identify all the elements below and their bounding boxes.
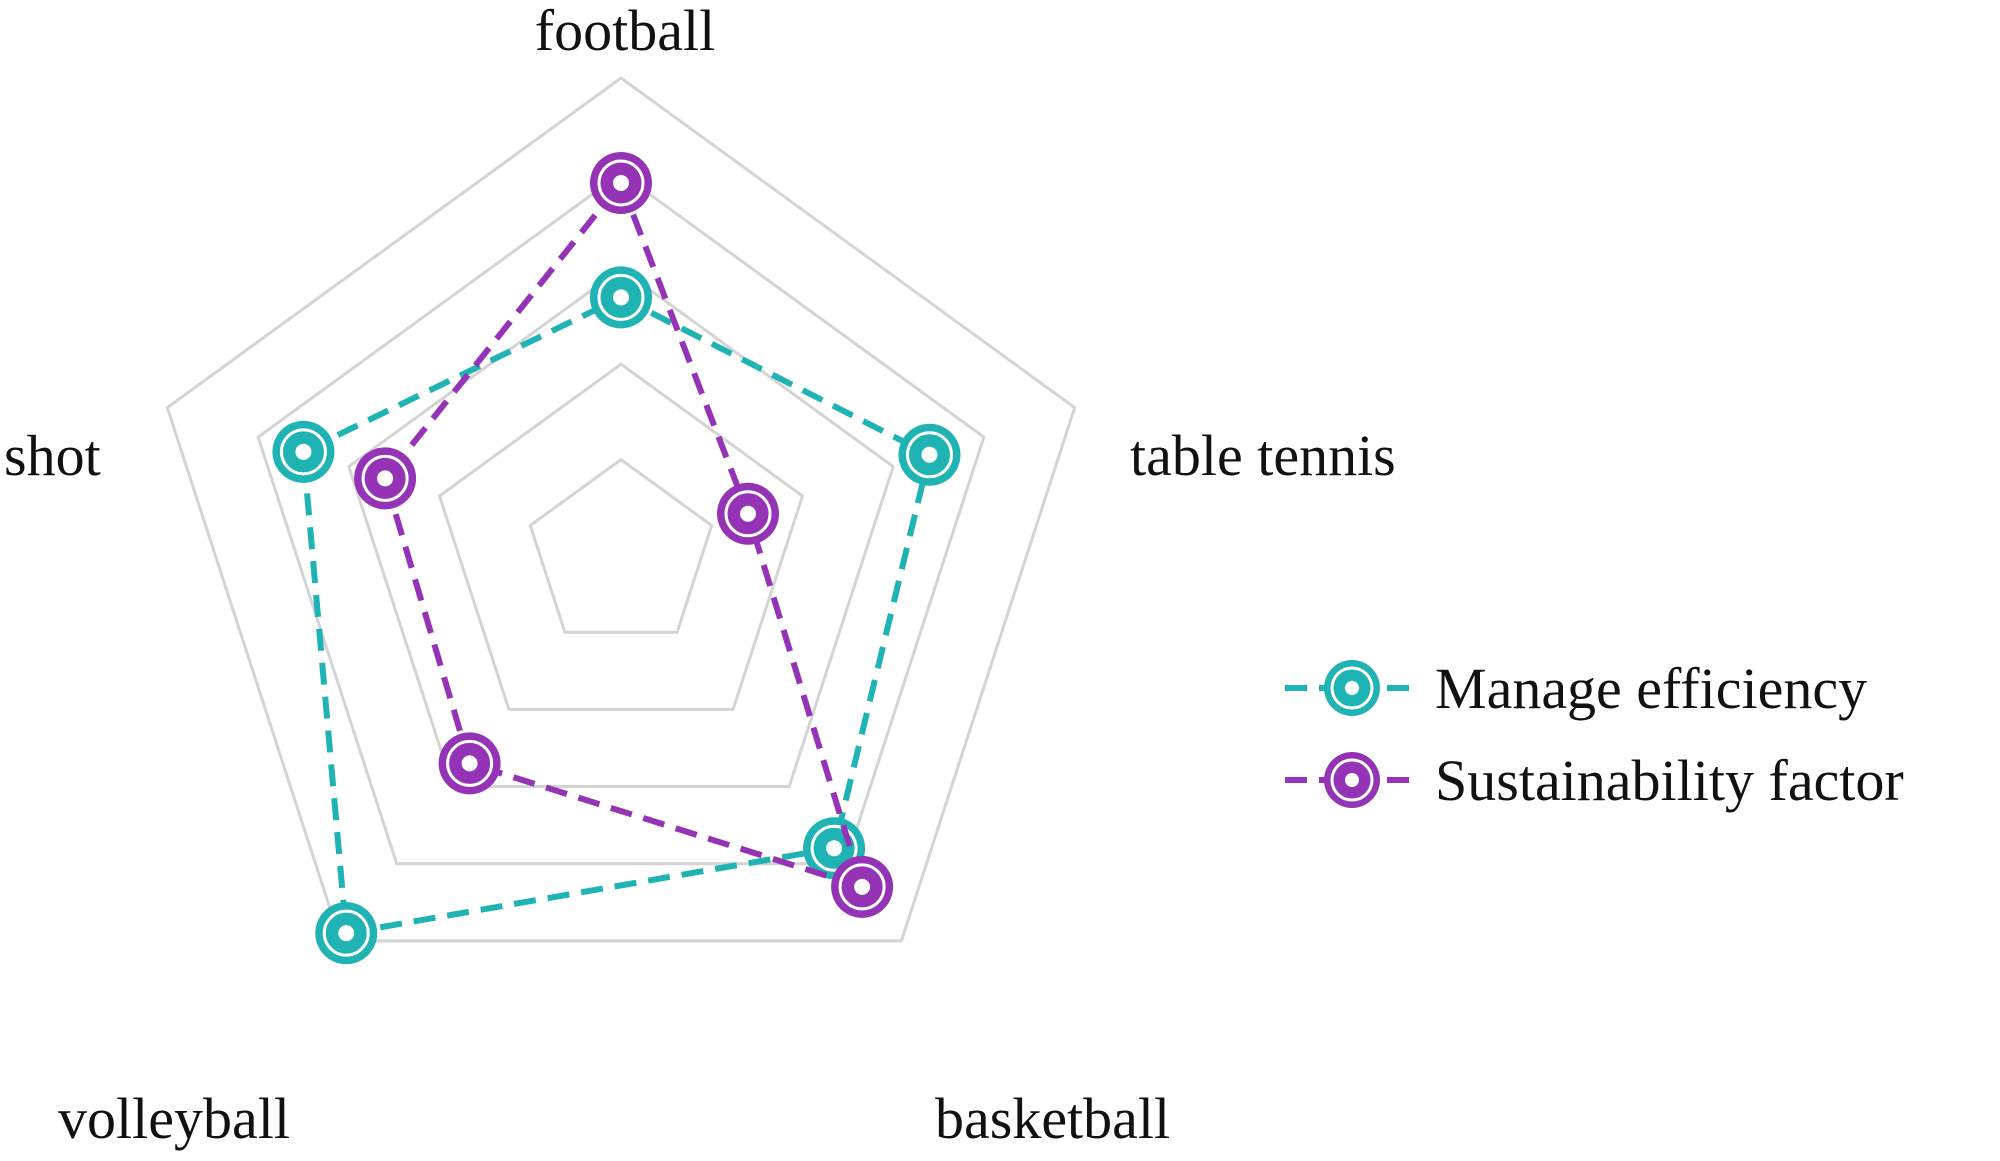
axis-labels: football table tennis basketball volleyb… — [4, 0, 1396, 1151]
marker-ring — [724, 490, 772, 538]
data-point-manage-efficiency-football — [590, 266, 652, 329]
data-point-manage-efficiency-table-tennis — [898, 423, 961, 486]
axis-label-football: football — [535, 0, 715, 63]
legend-marker-ring — [1330, 758, 1374, 802]
axis-label-table-tennis: table tennis — [1130, 423, 1396, 488]
grid-ring-3 — [347, 266, 895, 788]
radar-series — [272, 151, 961, 965]
data-point-sustainability-factor-football — [590, 151, 652, 214]
legend-marker-center — [1345, 681, 1359, 695]
marker-ring — [361, 454, 409, 502]
series-sustainability-factor — [354, 151, 894, 918]
legend-item-sustainability-factor: Sustainability factor — [1285, 748, 1904, 813]
marker-center — [740, 505, 757, 522]
marker-center — [921, 446, 938, 463]
data-point-sustainability-factor-basketball — [831, 855, 894, 918]
marker-center — [613, 174, 629, 191]
axis-label-shot: shot — [4, 423, 101, 488]
data-point-manage-efficiency-shot — [272, 420, 335, 483]
grid-ring-4 — [256, 171, 986, 866]
marker-ring — [810, 824, 858, 872]
marker-ring — [279, 428, 327, 476]
marker-center — [613, 289, 629, 306]
legend-label-manage-efficiency: Manage efficiency — [1435, 656, 1867, 721]
data-point-sustainability-factor-shot — [354, 447, 417, 510]
marker-center — [461, 755, 478, 772]
marker-center — [826, 840, 843, 857]
marker-ring — [446, 739, 494, 787]
marker-center — [338, 925, 355, 942]
series-manage-efficiency — [272, 266, 961, 965]
grid-ring-5 — [165, 76, 1077, 943]
marker-ring — [597, 273, 645, 321]
axis-label-volleyball: volleyball — [58, 1086, 290, 1151]
legend-label-sustainability-factor: Sustainability factor — [1435, 748, 1904, 813]
legend-item-manage-efficiency: Manage efficiency — [1285, 656, 1867, 721]
data-point-sustainability-factor-table-tennis — [717, 482, 780, 545]
marker-ring — [838, 863, 886, 911]
legend: Manage efficiency Sustainability factor — [1285, 656, 1904, 813]
series-line-manage-efficiency — [300, 294, 933, 937]
data-point-sustainability-factor-volleyball — [438, 732, 501, 795]
legend-marker-ring — [1330, 666, 1374, 710]
grid-ring-2 — [437, 362, 805, 711]
marker-center — [377, 470, 394, 487]
marker-ring — [322, 909, 370, 957]
marker-ring — [905, 431, 953, 479]
data-point-manage-efficiency-volleyball — [315, 902, 378, 965]
marker-center — [295, 443, 312, 460]
legend-marker-center — [1345, 773, 1359, 787]
marker-center — [854, 878, 871, 895]
series-line-sustainability-factor — [382, 179, 866, 890]
axis-label-basketball: basketball — [935, 1086, 1170, 1151]
marker-ring — [597, 159, 645, 207]
grid-ring-1 — [528, 457, 714, 634]
radar-grid — [165, 76, 1077, 943]
